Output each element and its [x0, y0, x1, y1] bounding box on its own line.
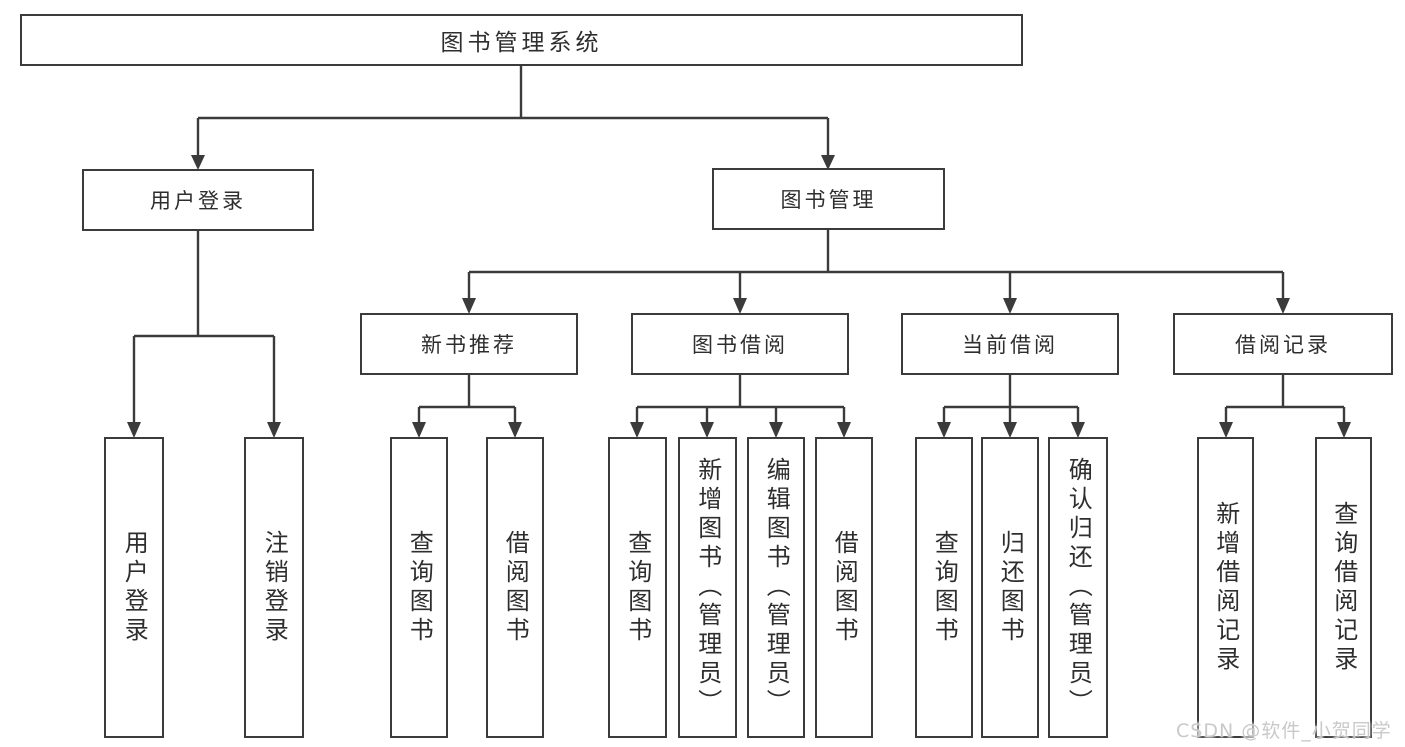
- leaf-label: 归还图书: [996, 529, 1025, 646]
- leaf-user-login: 用户登录: [104, 437, 164, 738]
- node-library-management-system: 图书管理系统: [20, 14, 1023, 66]
- connector-new-books-to-leaves: [412, 375, 522, 438]
- leaf-query-books: 查询图书: [915, 437, 973, 738]
- arrowhead-down: [937, 422, 1085, 438]
- arrowhead-down: [462, 298, 1290, 314]
- connector-book-borrow-to-leaves: [630, 375, 851, 438]
- leaf-label: 新增图书（管理员）: [693, 457, 722, 718]
- leaf-edit-book-admin: 编辑图书（管理员）: [747, 437, 805, 738]
- node-book-borrowing: 图书借阅: [631, 313, 849, 375]
- leaf-return-books: 归还图书: [981, 437, 1039, 738]
- arrowhead-down: [412, 422, 522, 438]
- node-borrow-records: 借阅记录: [1173, 313, 1393, 375]
- leaf-label: 用户登录: [120, 529, 149, 646]
- leaf-label: 借阅图书: [501, 529, 530, 646]
- leaf-label: 借阅图书: [830, 529, 859, 646]
- leaf-label: 确认归还（管理员）: [1064, 457, 1093, 718]
- connector-current-borrow-to-leaves: [937, 375, 1085, 438]
- arrowhead-down: [127, 422, 281, 438]
- leaf-confirm-return-admin: 确认归还（管理员）: [1048, 437, 1108, 738]
- arrowhead-down: [1219, 422, 1351, 438]
- leaf-label: 查询借阅记录: [1329, 500, 1358, 675]
- node-new-book-recommend: 新书推荐: [360, 313, 578, 375]
- node-current-borrowing: 当前借阅: [901, 313, 1119, 375]
- watermark: CSDN @软件_小贺同学: [1176, 720, 1392, 742]
- connector-borrow-records-to-leaves: [1219, 375, 1351, 438]
- leaf-label: 注销登录: [260, 529, 289, 646]
- node-user-login: 用户登录: [82, 169, 314, 231]
- leaf-label: 查询图书: [930, 529, 959, 646]
- arrowhead-down: [630, 422, 851, 438]
- connector-book-mgmt-to-level3: [462, 230, 1290, 314]
- leaf-label: 新增借阅记录: [1211, 500, 1240, 675]
- node-book-management: 图书管理: [712, 168, 945, 230]
- leaf-query-borrow-record: 查询借阅记录: [1315, 437, 1372, 738]
- leaf-query-books: 查询图书: [390, 437, 448, 738]
- leaf-logout: 注销登录: [244, 437, 304, 738]
- connector-user-login-to-leaves: [127, 231, 281, 438]
- leaf-label: 查询图书: [623, 529, 652, 646]
- leaf-query-books: 查询图书: [608, 437, 667, 738]
- leaf-add-book-admin: 新增图书（管理员）: [678, 437, 737, 738]
- leaf-add-borrow-record: 新增借阅记录: [1197, 437, 1254, 738]
- leaf-label: 查询图书: [405, 529, 434, 646]
- connector-root-to-level2: [191, 65, 835, 170]
- leaf-label: 编辑图书（管理员）: [762, 457, 791, 718]
- leaf-borrow-books: 借阅图书: [486, 437, 544, 738]
- leaf-borrow-books: 借阅图书: [815, 437, 873, 738]
